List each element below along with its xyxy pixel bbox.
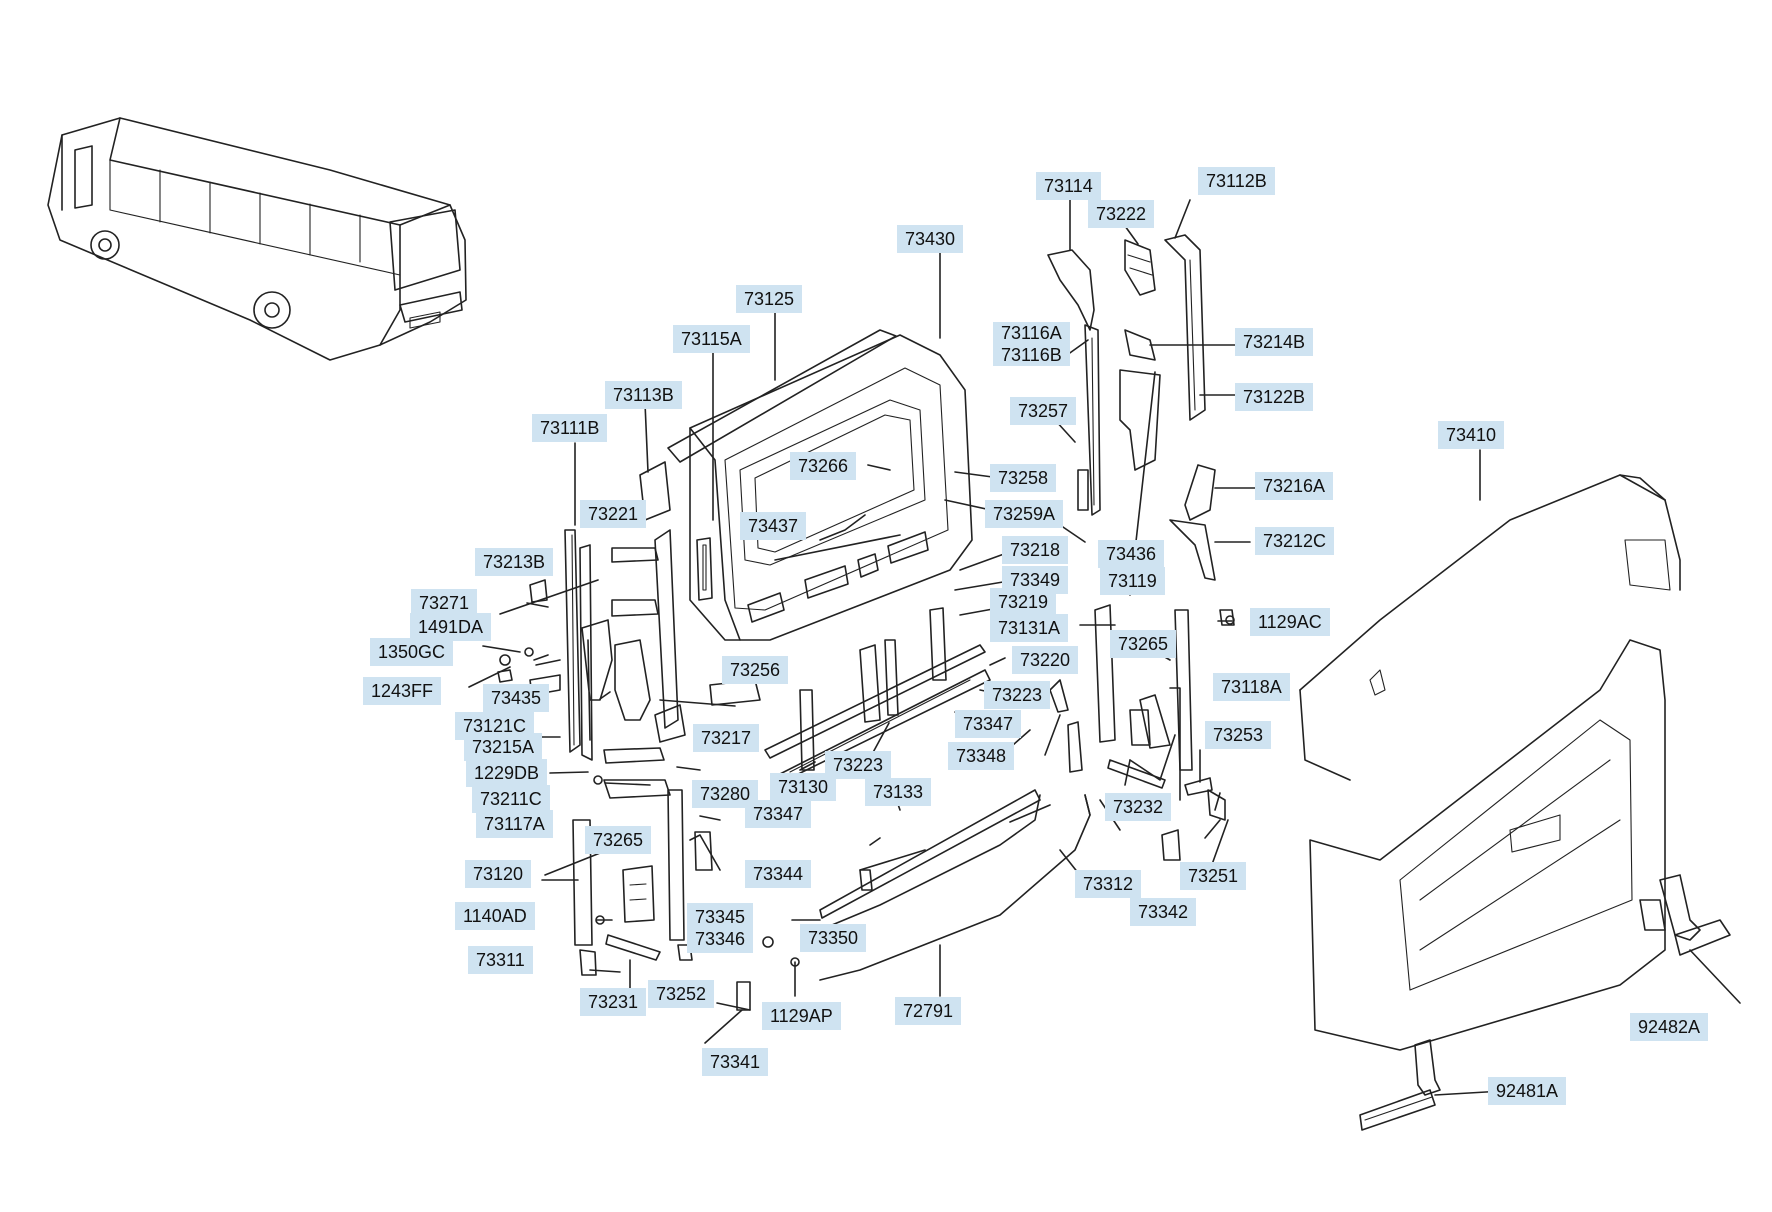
callout-73258: 73258 [990, 464, 1057, 492]
callout-73410: 73410 [1438, 421, 1505, 449]
callout-73222: 73222 [1088, 200, 1155, 228]
callout-73342: 73342 [1130, 898, 1197, 926]
callout-1243ff: 1243FF [363, 677, 442, 705]
callout-73271: 73271 [411, 589, 478, 617]
callout-73253: 73253 [1205, 721, 1272, 749]
rear-shell [1299, 474, 1681, 1051]
callout-73218: 73218 [1002, 536, 1069, 564]
callout-1129ac: 1129AC [1250, 608, 1330, 636]
fasteners [497, 615, 1235, 967]
callout-73111b: 73111B [532, 414, 608, 442]
callout-73252: 73252 [648, 980, 715, 1008]
callout-73259a: 73259A [985, 500, 1064, 528]
callout-73344: 73344 [745, 860, 812, 888]
callout-73231: 73231 [580, 988, 647, 1016]
left-pillar-parts [529, 461, 761, 1011]
callout-73215a: 73215A [464, 733, 543, 761]
callout-73265-right: 73265 [1110, 630, 1177, 658]
callout-73232: 73232 [1105, 793, 1172, 821]
bus-thumbnail [47, 117, 467, 361]
callout-73436: 73436 [1098, 540, 1165, 568]
callout-73280: 73280 [692, 780, 759, 808]
callout-73435: 73435 [483, 684, 550, 712]
callout-73118a: 73118A [1213, 673, 1290, 701]
callout-73220: 73220 [1012, 646, 1079, 674]
callout-73257: 73257 [1010, 397, 1077, 425]
center-pillars [799, 607, 1069, 771]
lower-rails [764, 644, 1091, 981]
callout-73311: 73311 [468, 946, 533, 974]
leader-lines [468, 199, 1741, 1096]
callout-1140ad: 1140AD [455, 902, 535, 930]
callout-92482a: 92482A [1630, 1013, 1709, 1041]
callout-73133: 73133 [865, 778, 932, 806]
callout-73347-lower: 73347 [745, 800, 812, 828]
callout-73221: 73221 [580, 500, 647, 528]
callout-73214b: 73214B [1235, 328, 1314, 356]
callout-73346: 73346 [687, 925, 754, 953]
callout-73251: 73251 [1180, 862, 1247, 890]
callout-73112b: 73112B [1198, 167, 1275, 195]
callout-72791: 72791 [895, 997, 962, 1025]
callout-73265-left: 73265 [585, 826, 652, 854]
callout-73125: 73125 [736, 285, 803, 313]
callout-73266: 73266 [790, 452, 857, 480]
callout-73216a: 73216A [1255, 472, 1334, 500]
callout-73130: 73130 [770, 773, 837, 801]
callout-73213b: 73213B [475, 548, 554, 576]
callout-73350: 73350 [800, 924, 867, 952]
callout-73219: 73219 [990, 588, 1057, 616]
callout-73217: 73217 [693, 724, 760, 752]
brackets [1359, 874, 1731, 1131]
callout-73223-right: 73223 [984, 681, 1051, 709]
callout-73437: 73437 [740, 512, 807, 540]
callout-73131a: 73131A [990, 614, 1069, 642]
callout-73430: 73430 [897, 225, 964, 253]
callout-73347-upper: 73347 [955, 710, 1022, 738]
callout-73211c: 73211C [472, 785, 550, 813]
callout-73120: 73120 [465, 860, 532, 888]
callout-1491da: 1491DA [410, 613, 492, 641]
callout-1229db: 1229DB [466, 759, 548, 787]
roof-rail [667, 329, 897, 463]
callout-73116a-73116b: 73116A 73116B [993, 322, 1070, 366]
callout-73114: 73114 [1036, 172, 1101, 200]
callout-92481a: 92481A [1488, 1077, 1567, 1105]
callout-1350gc: 1350GC [370, 638, 454, 666]
callout-73341: 73341 [702, 1048, 769, 1076]
rear-frame-assembly [689, 334, 973, 641]
callout-73122b: 73122B [1235, 383, 1314, 411]
callout-73117a: 73117A [476, 810, 553, 838]
callout-73119: 73119 [1100, 567, 1165, 595]
callout-73348: 73348 [948, 742, 1015, 770]
callout-73256: 73256 [722, 656, 789, 684]
callout-73212c: 73212C [1255, 527, 1335, 555]
callout-73312: 73312 [1075, 870, 1142, 898]
callout-73113b: 73113B [605, 381, 682, 409]
callout-73115a: 73115A [673, 325, 750, 353]
callout-1129ap: 1129AP [762, 1002, 841, 1030]
